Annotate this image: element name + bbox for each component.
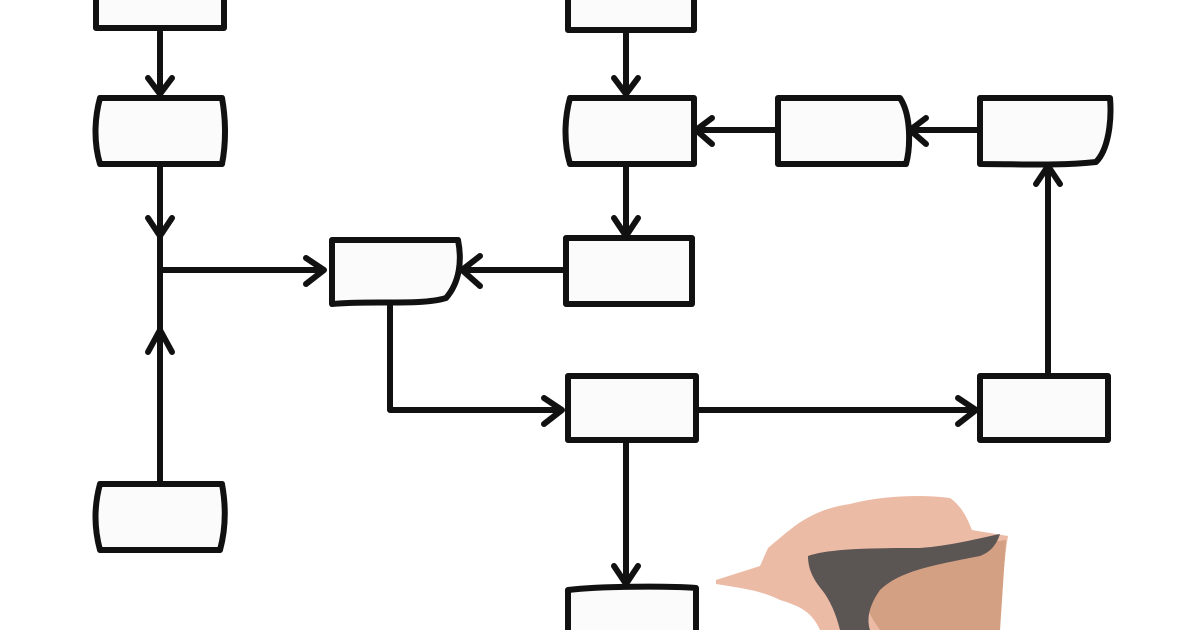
hand-shadow — [860, 540, 1006, 630]
box-middle-upper — [562, 95, 697, 167]
hand-with-pen-illustration — [716, 496, 1008, 630]
arrowhead — [611, 75, 641, 97]
box-lower-right — [977, 373, 1111, 443]
box-left-bottom — [92, 481, 228, 553]
arrowhead — [303, 255, 327, 287]
box-lower-middle — [565, 373, 699, 443]
box-upper-right — [775, 95, 913, 167]
boxes — [92, 0, 1114, 630]
arrowhead — [145, 75, 175, 97]
pen-icon — [808, 534, 1000, 630]
arrowhead — [955, 395, 979, 427]
box-center — [329, 237, 463, 307]
box-left-upper — [92, 95, 228, 167]
arrowhead — [459, 253, 483, 289]
box-top-left — [93, 0, 227, 31]
box-middle — [563, 235, 695, 307]
box-top-middle — [565, 0, 697, 33]
box-far-right — [977, 95, 1114, 168]
arrowhead — [541, 395, 565, 427]
box-bottom-middle — [565, 583, 699, 630]
arrow-center-down-right — [387, 303, 563, 413]
